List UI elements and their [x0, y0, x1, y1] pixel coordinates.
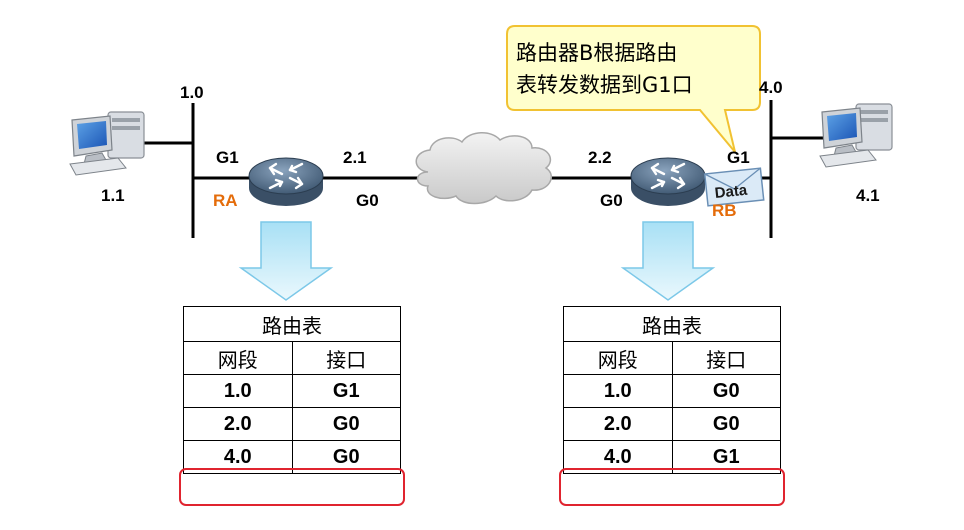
rb-name-label: RB [712, 201, 737, 220]
ra-g1-label: G1 [216, 148, 239, 167]
arrow-down-left-icon [238, 221, 334, 301]
router-a-icon [248, 157, 324, 206]
envelope-label: Data [714, 182, 749, 202]
rb-link-ip-label: 2.2 [588, 148, 612, 167]
segment-cell: 2.0 [183, 407, 293, 441]
segment-cell: 2.0 [563, 407, 673, 441]
interface-cell: G0 [291, 407, 401, 441]
ra-link-ip-label: 2.1 [343, 148, 367, 167]
interface-cell: G1 [291, 374, 401, 408]
highlight-row-b [559, 468, 785, 506]
highlight-row-a [179, 468, 405, 506]
table-row: 1.0 G1 [183, 374, 401, 408]
right-host-ip-label: 4.1 [856, 186, 880, 205]
data-envelope-icon: Data [703, 167, 765, 207]
arrow-down-right-icon [620, 221, 716, 301]
callout-line-2: 表转发数据到G1口 [516, 73, 693, 97]
table-row: 1.0 G0 [563, 374, 781, 408]
callout-bubble: 路由器B根据路由 表转发数据到G1口 [506, 25, 761, 153]
interface-cell: G0 [671, 374, 781, 408]
callout-line-1: 路由器B根据路由 [516, 41, 677, 65]
column-header-segment: 网段 [563, 341, 673, 375]
right-network-label: 4.0 [759, 78, 783, 97]
rb-g0-label: G0 [600, 191, 623, 210]
interface-cell: G0 [671, 407, 781, 441]
column-header-interface: 接口 [291, 341, 401, 375]
table-title: 路由表 [563, 306, 781, 342]
column-header-segment: 网段 [183, 341, 293, 375]
column-header-interface: 接口 [671, 341, 781, 375]
table-title: 路由表 [183, 306, 401, 342]
left-network-label: 1.0 [180, 83, 204, 102]
routing-table-b: 路由表 网段 接口 1.0 G0 2.0 G0 4.0 G1 [563, 306, 781, 474]
ra-g0-label: G0 [356, 191, 379, 210]
left-host-ip-label: 1.1 [101, 186, 125, 205]
routing-table-a: 路由表 网段 接口 1.0 G1 2.0 G0 4.0 G0 [183, 306, 401, 474]
table-row: 2.0 G0 [563, 407, 781, 441]
wan-cloud-icon [415, 132, 552, 205]
router-b-icon [630, 157, 706, 206]
computer-left-icon [69, 111, 145, 176]
ra-name-label: RA [213, 191, 238, 210]
segment-cell: 1.0 [183, 374, 293, 408]
segment-cell: 1.0 [563, 374, 673, 408]
table-row: 2.0 G0 [183, 407, 401, 441]
rb-g1-label: G1 [727, 148, 750, 167]
computer-right-icon [819, 103, 893, 168]
